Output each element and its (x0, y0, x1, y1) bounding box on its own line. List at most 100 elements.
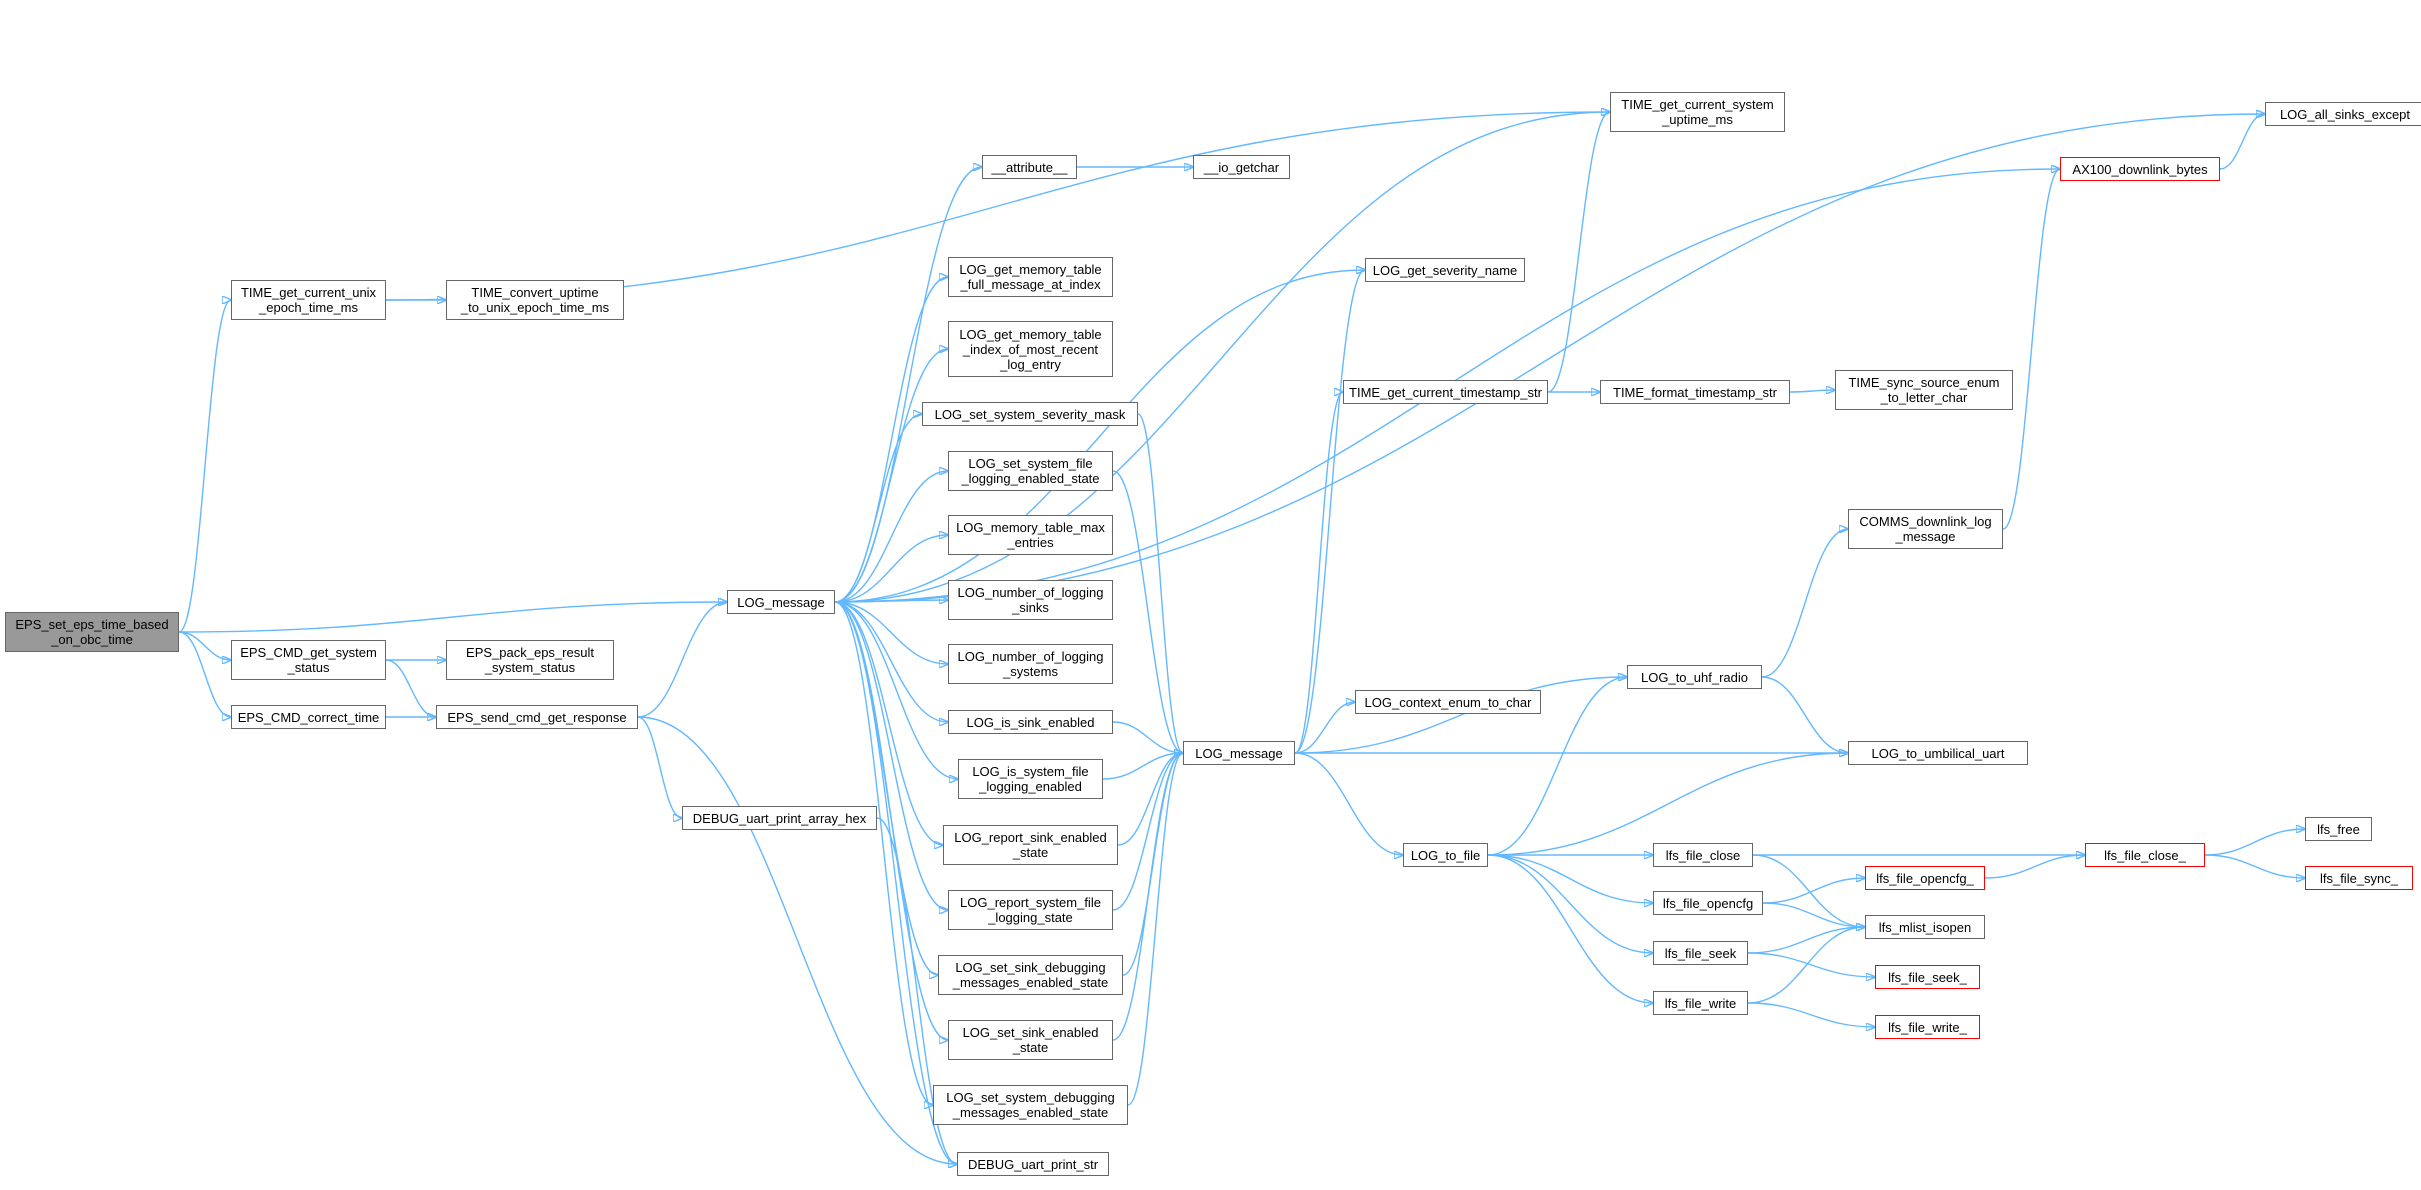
node-log-msg1[interactable]: LOG_message (727, 590, 835, 614)
edge-log-msg1-to-severity-name (834, 270, 1365, 603)
edge-timestamp-str-to-time-uptime (1547, 112, 1610, 393)
edge-log-msg1-to-time-uptime (834, 112, 1610, 603)
edge-file-write-to-file-write- (1747, 1002, 1875, 1027)
node-time-uptime[interactable]: TIME_get_current_system _uptime_ms (1610, 92, 1785, 132)
node-cmd-correct[interactable]: EPS_CMD_correct_time (231, 705, 386, 729)
edge-cmd-status-to-send-cmd (385, 659, 436, 717)
node-io-getchar[interactable]: __io_getchar (1193, 155, 1290, 179)
node-timestamp-str[interactable]: TIME_get_current_timestamp_str (1343, 380, 1548, 404)
node-all-sinks[interactable]: LOG_all_sinks_except (2265, 102, 2421, 126)
edge-eps-set-to-cmd-status (178, 631, 231, 660)
edge-ax100-to-all-sinks (2219, 114, 2265, 170)
edge-set-sink-en-to-log-msg2 (1112, 753, 1183, 1041)
edge-log-msg1-to-set-sys-dbg (834, 601, 933, 1105)
node-comms-dl[interactable]: COMMS_downlink_log _message (1848, 509, 2003, 549)
node-log-uhf[interactable]: LOG_to_uhf_radio (1627, 665, 1762, 689)
edge-log-msg2-to-log-to-file (1294, 752, 1403, 855)
edge-log-to-file-to-umbilical (1487, 753, 1848, 856)
edge-log-to-file-to-file-opencfg (1487, 854, 1653, 903)
edge-log-msg1-to-mem-max (834, 535, 948, 603)
edge-log-to-file-to-file-seek (1487, 854, 1653, 953)
node-file-opencfg-[interactable]: lfs_file_opencfg_ (1865, 866, 1985, 890)
edge-eps-set-to-cmd-correct (178, 631, 231, 717)
edge-file-seek-to-mlist (1747, 927, 1865, 954)
node-log-msg2[interactable]: LOG_message (1183, 741, 1295, 765)
edge-file-close--to-file-sync (2204, 854, 2305, 878)
node-mlist[interactable]: lfs_mlist_isopen (1865, 915, 1985, 939)
node-file-seek[interactable]: lfs_file_seek (1653, 941, 1748, 965)
node-rep-sys-file[interactable]: LOG_report_system_file _logging_state (948, 890, 1113, 930)
node-get-index[interactable]: LOG_get_memory_table _index_of_most_rece… (948, 321, 1113, 377)
edge-comms-dl-to-ax100 (2002, 169, 2060, 530)
node-send-cmd[interactable]: EPS_send_cmd_get_response (436, 705, 638, 729)
edge-send-cmd-to-log-msg1 (637, 602, 727, 718)
node-lfs-free[interactable]: lfs_free (2305, 817, 2372, 841)
node-time-unix[interactable]: TIME_get_current_unix _epoch_time_ms (231, 280, 386, 320)
node-mem-max[interactable]: LOG_memory_table_max _entries (948, 515, 1113, 555)
edge-set-sys-dbg-to-log-msg2 (1127, 753, 1183, 1106)
edge-log-msg1-to-get-index (834, 349, 948, 603)
node-set-sink-en[interactable]: LOG_set_sink_enabled _state (948, 1020, 1113, 1060)
edge-format-ts-to-sync-src (1789, 390, 1835, 392)
node-set-sink-dbg[interactable]: LOG_set_sink_debugging _messages_enabled… (938, 955, 1123, 995)
node-log-to-file[interactable]: LOG_to_file (1403, 843, 1488, 867)
node-context-enum[interactable]: LOG_context_enum_to_char (1355, 690, 1541, 714)
edge-file-opencfg-to-file-opencfg- (1762, 878, 1865, 904)
node-severity-name[interactable]: LOG_get_severity_name (1365, 258, 1525, 282)
edge-log-msg2-to-log-uhf (1294, 677, 1627, 754)
node-ax100[interactable]: AX100_downlink_bytes (2060, 157, 2220, 181)
edge-set-file-log-to-log-msg2 (1112, 470, 1183, 753)
node-num-systems[interactable]: LOG_number_of_logging _systems (948, 644, 1113, 684)
node-file-opencfg[interactable]: lfs_file_opencfg (1653, 891, 1763, 915)
node-set-sys-dbg[interactable]: LOG_set_system_debugging _messages_enabl… (933, 1085, 1128, 1125)
edge-eps-set-to-log-msg1 (178, 602, 727, 633)
node-set-file-log[interactable]: LOG_set_system_file _logging_enabled_sta… (948, 451, 1113, 491)
edge-log-to-file-to-file-write (1487, 854, 1653, 1003)
edge-log-msg2-to-severity-name (1294, 270, 1365, 754)
node-file-close[interactable]: lfs_file_close (1653, 843, 1753, 867)
edge-log-msg2-to-context-enum (1294, 702, 1355, 754)
node-file-write-[interactable]: lfs_file_write_ (1875, 1015, 1980, 1039)
edge-rep-sink-to-log-msg2 (1117, 753, 1183, 846)
node-time-convert[interactable]: TIME_convert_uptime _to_unix_epoch_time_… (446, 280, 624, 320)
node-sink-enabled[interactable]: LOG_is_sink_enabled (948, 710, 1113, 734)
edge-eps-set-to-time-unix (178, 300, 231, 633)
node-cmd-status[interactable]: EPS_CMD_get_system _status (231, 640, 386, 680)
edge-log-uhf-to-umbilical (1761, 676, 1848, 753)
edge-file-close--to-lfs-free (2204, 829, 2305, 856)
edge-sink-enabled-to-log-msg2 (1112, 721, 1183, 753)
node-debug-hex[interactable]: DEBUG_uart_print_array_hex (682, 806, 877, 830)
node-file-write[interactable]: lfs_file_write (1653, 991, 1748, 1015)
node-umbilical[interactable]: LOG_to_umbilical_uart (1848, 741, 2028, 765)
node-set-sev[interactable]: LOG_set_system_severity_mask (922, 402, 1138, 426)
node-num-sinks[interactable]: LOG_number_of_logging _sinks (948, 580, 1113, 620)
edge-send-cmd-to-debug-str (637, 716, 957, 1164)
node-eps-set[interactable]: EPS_set_eps_time_based _on_obc_time (5, 612, 179, 652)
node-file-close-[interactable]: lfs_file_close_ (2085, 843, 2205, 867)
edge-log-msg2-to-timestamp-str (1294, 392, 1343, 754)
edge-log-uhf-to-comms-dl (1761, 529, 1848, 678)
edge-log-msg1-to-rep-sink (834, 601, 943, 845)
edge-log-msg1-to-set-sev (834, 414, 922, 603)
edge-set-sev-to-log-msg2 (1137, 413, 1183, 753)
node-format-ts[interactable]: TIME_format_timestamp_str (1600, 380, 1790, 404)
node-file-seek-[interactable]: lfs_file_seek_ (1875, 965, 1980, 989)
node-sys-file-en[interactable]: LOG_is_system_file _logging_enabled (958, 759, 1103, 799)
edge-log-msg1-to-set-file-log (834, 471, 948, 603)
edge-log-msg1-to-sys-file-en (834, 601, 958, 779)
edge-log-to-file-to-log-uhf (1487, 677, 1627, 856)
node-debug-str[interactable]: DEBUG_uart_print_str (957, 1152, 1109, 1176)
node-rep-sink[interactable]: LOG_report_sink_enabled _state (943, 825, 1118, 865)
edge-file-seek-to-file-seek- (1747, 952, 1875, 977)
edge-sys-file-en-to-log-msg2 (1102, 753, 1183, 780)
node-get-full[interactable]: LOG_get_memory_table _full_message_at_in… (948, 257, 1113, 297)
node-sync-src[interactable]: TIME_sync_source_enum _to_letter_char (1835, 370, 2013, 410)
edge-log-msg1-to-rep-sys-file (834, 601, 948, 910)
edge-file-close-to-mlist (1752, 854, 1865, 927)
node-pack-status[interactable]: EPS_pack_eps_result _system_status (446, 640, 614, 680)
edge-log-msg1-to-sink-enabled (834, 601, 948, 722)
edge-log-msg1-to-set-sink-en (834, 601, 948, 1040)
node-attribute[interactable]: __attribute__ (982, 155, 1077, 179)
node-file-sync[interactable]: lfs_file_sync_ (2305, 866, 2413, 890)
